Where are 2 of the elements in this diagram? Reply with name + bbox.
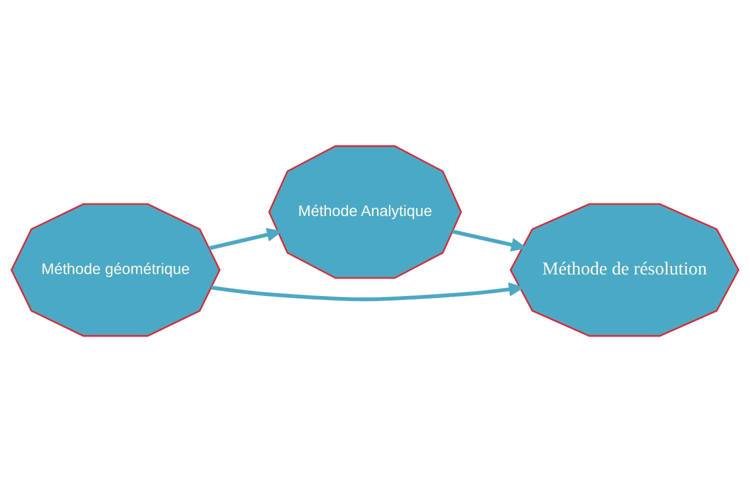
arrow: [452, 230, 528, 252]
arrow: [211, 282, 525, 302]
